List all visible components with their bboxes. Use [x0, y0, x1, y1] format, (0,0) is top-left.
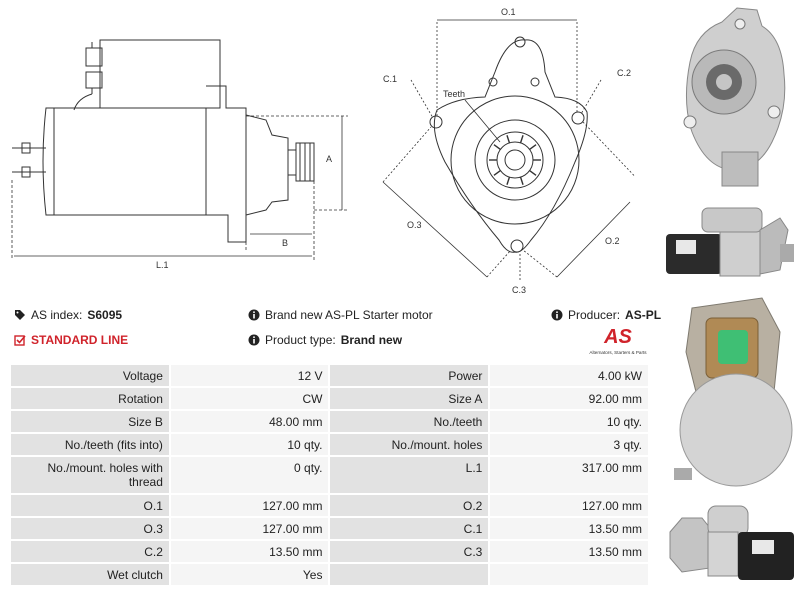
label-a: A	[326, 154, 332, 164]
spec-value: 48.00 mm	[170, 411, 329, 432]
label-teeth: Teeth	[443, 89, 465, 99]
producer-label: Producer:	[568, 308, 621, 322]
pinion-tooth	[506, 135, 511, 144]
product-type-value: Brand new	[340, 333, 403, 347]
product-type-label: Product type:	[265, 333, 336, 347]
spec-label: No./teeth	[330, 411, 489, 432]
svg-text:Alternators, Starters & Parts: Alternators, Starters & Parts	[589, 350, 647, 355]
spec-label: No./teeth (fits into)	[11, 434, 169, 455]
spec-label: Size A	[330, 388, 489, 409]
label-b: B	[282, 238, 288, 248]
spec-value: 127.00 mm	[170, 495, 329, 516]
pinion-tooth	[529, 170, 537, 176]
info-icon	[248, 309, 260, 321]
label-o1: O.1	[501, 7, 516, 17]
spec-label: O.3	[11, 518, 169, 539]
pinion-tooth	[529, 144, 537, 150]
spec-label: Rotation	[11, 388, 169, 409]
label-c3: C.3	[512, 285, 526, 295]
spec-row: No./teeth (fits into)10 qty.No./mount. h…	[11, 434, 648, 455]
as-index-value: S6095	[87, 308, 123, 322]
spec-label: O.1	[11, 495, 169, 516]
svg-text:AS: AS	[603, 326, 632, 348]
spec-value: 4.00 kW	[490, 365, 648, 386]
spec-label: O.2	[330, 495, 489, 516]
product-photo-front	[662, 2, 797, 194]
description-text: Brand new AS-PL Starter motor	[265, 308, 433, 322]
spec-value: 127.00 mm	[170, 518, 329, 539]
spec-value: 10 qty.	[490, 411, 648, 432]
pinion-tooth	[493, 144, 501, 150]
product-line-label: STANDARD LINE	[31, 333, 129, 347]
spec-value: 10 qty.	[170, 434, 329, 455]
pinion-tooth	[493, 170, 501, 176]
spec-value: 13.50 mm	[170, 541, 329, 562]
spec-label: No./mount. holes with thread	[11, 457, 169, 493]
spec-label: C.1	[330, 518, 489, 539]
spec-value: 13.50 mm	[490, 541, 648, 562]
spec-value: CW	[170, 388, 329, 409]
as-pl-logo: AS Alternators, Starters & Parts	[589, 326, 647, 355]
check-square-icon	[14, 335, 26, 346]
spec-value	[490, 564, 648, 585]
spec-value: 127.00 mm	[490, 495, 648, 516]
tag-icon	[15, 310, 25, 320]
spec-value: 12 V	[170, 365, 329, 386]
spec-value: Yes	[170, 564, 329, 585]
info-icon	[248, 334, 260, 346]
label-c1: C.1	[383, 74, 397, 84]
spec-value: 317.00 mm	[490, 457, 648, 493]
spec-label: Voltage	[11, 365, 169, 386]
spec-value: 13.50 mm	[490, 518, 648, 539]
product-photo-side	[662, 200, 797, 288]
spec-label	[330, 564, 489, 585]
producer-row: Producer: AS-PL	[551, 308, 661, 322]
side-view-diagram: A B L.1	[11, 39, 348, 270]
product-photo-profile	[662, 492, 797, 588]
description-row: Brand new AS-PL Starter motor	[248, 308, 433, 322]
spec-label: C.2	[11, 541, 169, 562]
spec-label: Size B	[11, 411, 169, 432]
label-l1: L.1	[156, 260, 169, 270]
spec-label: L.1	[330, 457, 489, 493]
pinion-tooth	[519, 176, 524, 185]
spec-label: No./mount. holes	[330, 434, 489, 455]
label-o2: O.2	[605, 236, 620, 246]
front-view-diagram: O.1 O.2 O.3 C.1 C.2 C.3 Teeth	[382, 7, 635, 295]
spec-value: 0 qty.	[170, 457, 329, 493]
info-icon	[551, 309, 563, 321]
pinion-tooth	[506, 176, 511, 185]
as-index-row: AS index: S6095	[14, 308, 122, 322]
spec-label: Wet clutch	[11, 564, 169, 585]
spec-value: 92.00 mm	[490, 388, 648, 409]
spec-label: Power	[330, 365, 489, 386]
producer-value: AS-PL	[625, 308, 662, 322]
spec-value: 3 qty.	[490, 434, 648, 455]
product-photo-rear	[662, 292, 797, 488]
as-index-label: AS index:	[31, 308, 83, 322]
label-o3: O.3	[407, 220, 422, 230]
product-type-row: Product type: Brand new	[248, 333, 402, 347]
pinion-tooth	[519, 135, 524, 144]
product-line-row: STANDARD LINE	[14, 333, 128, 347]
label-c2: C.2	[617, 68, 631, 78]
spec-label: C.3	[330, 541, 489, 562]
